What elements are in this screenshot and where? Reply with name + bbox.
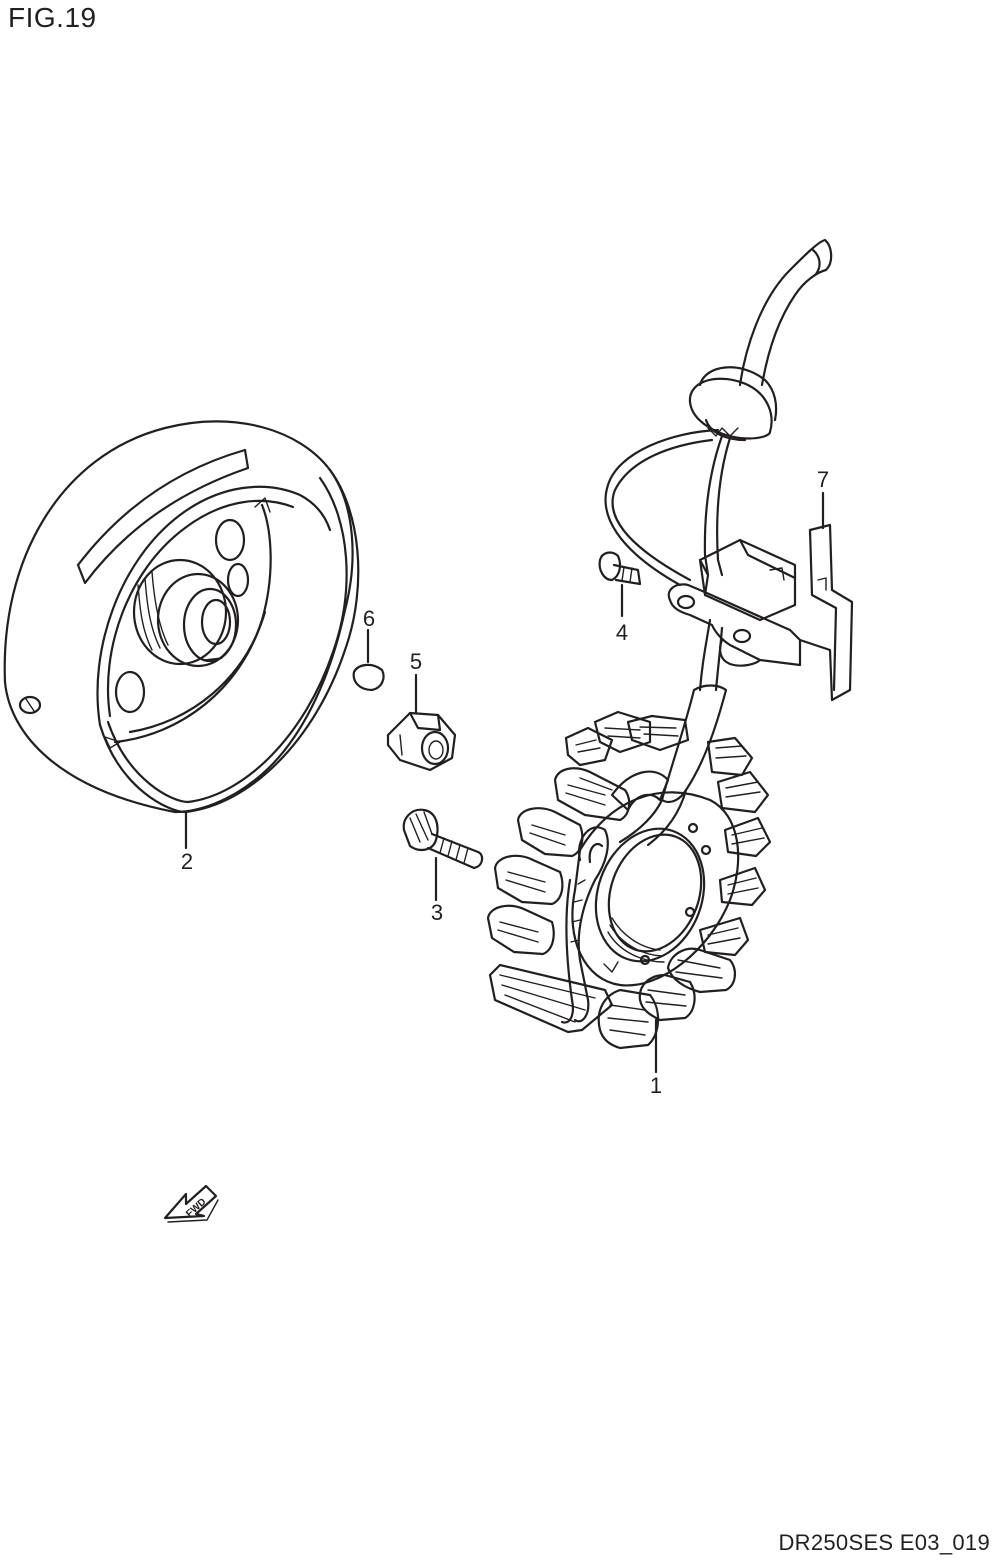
stator-pole-10	[638, 973, 696, 1022]
figure-title: FIG.19	[8, 2, 97, 33]
stator-pole-11	[666, 947, 736, 994]
stator-pole-12	[698, 916, 750, 957]
stator-pole-16	[706, 736, 754, 777]
callout-2: 2	[181, 849, 193, 874]
stator-pole-9	[597, 988, 660, 1050]
nut-part	[386, 673, 457, 772]
stator-pole-2	[593, 710, 652, 754]
stator-pole-6	[493, 854, 564, 906]
callout-6: 6	[363, 606, 375, 631]
stator-pole-14	[723, 816, 772, 858]
callout-1: 1	[650, 1073, 662, 1098]
wiring-harness	[604, 238, 833, 847]
document-code: DR250SES E03_019	[778, 1530, 990, 1555]
stator-pole-4	[553, 767, 631, 822]
callout-5: 5	[410, 649, 422, 674]
stator-pole-3	[626, 714, 690, 752]
stator-pole-7	[486, 904, 555, 956]
stator-pole-1	[564, 726, 614, 767]
callout-4: 4	[616, 620, 628, 645]
fwd-direction-arrow-icon: FWD	[163, 1184, 219, 1223]
callout-3: 3	[431, 900, 443, 925]
callout-7: 7	[817, 467, 829, 492]
screw-part	[598, 551, 642, 618]
bolt-part	[402, 808, 484, 902]
stator-pole-13	[718, 866, 767, 907]
stator-pole-8	[488, 963, 614, 1034]
rotor-flywheel-part	[3, 420, 360, 850]
stator-pole-15	[716, 770, 770, 814]
clamp-bracket-part	[667, 491, 854, 702]
stator-part	[486, 710, 772, 1074]
key-part	[352, 628, 385, 692]
stator-pole-5	[516, 807, 584, 858]
